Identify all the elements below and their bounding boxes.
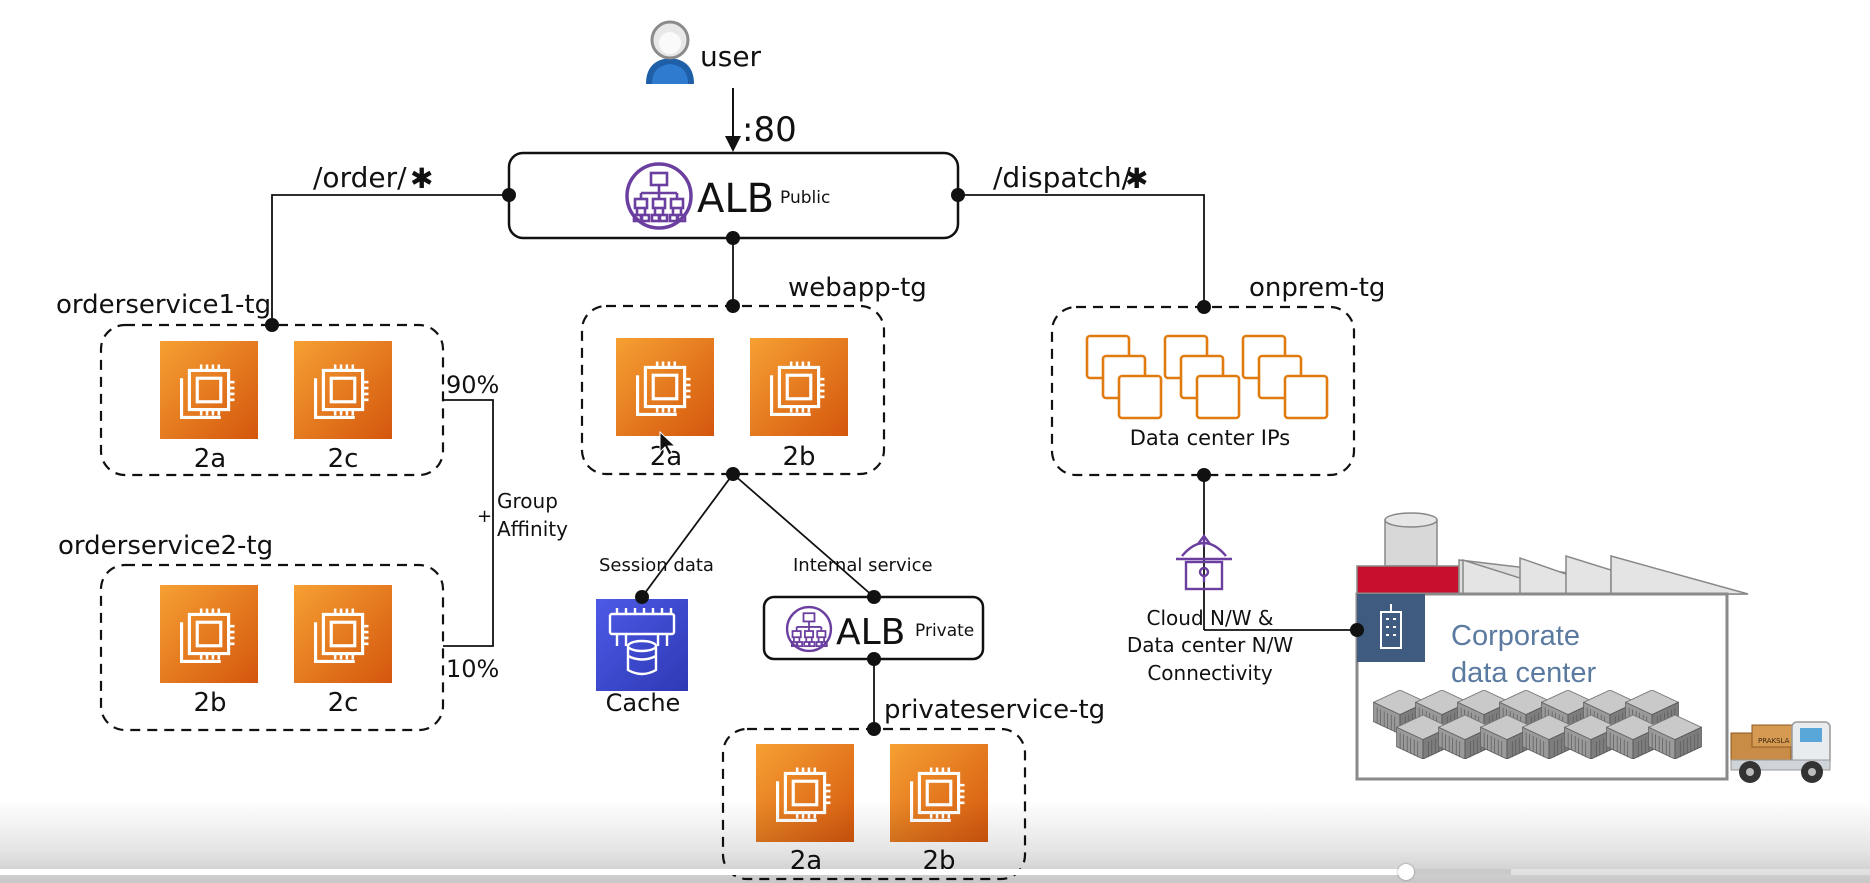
group-affinity-label-2: Affinity: [497, 517, 568, 541]
ec2-instance-icon: [616, 337, 714, 437]
az-label: 2b: [193, 688, 226, 718]
ec2-instance-icon: [160, 584, 258, 684]
orderservice2-tg-box[interactable]: [99, 563, 445, 732]
delivery-truck-icon: PRAKSLA: [1730, 721, 1831, 783]
ec2-instance-icon: [294, 340, 392, 440]
webapp-tg-label: webapp-tg: [788, 273, 927, 303]
corporate-building-roof: [1356, 512, 1749, 595]
group-affinity-bracket: [443, 399, 494, 647]
cache-label: Cache: [606, 689, 681, 717]
cache-icon: [596, 599, 688, 691]
weight-bottom-label: 10%: [446, 655, 499, 683]
orderservice2-tg-label: orderservice2-tg: [58, 531, 273, 561]
user-alb-arrowhead: [725, 136, 741, 152]
data-center-ips-icon: [1085, 334, 1329, 420]
webapp-tg-box[interactable]: [580, 304, 886, 476]
mouse-cursor-icon: [659, 430, 677, 456]
alb-private-tag: Private: [915, 621, 974, 641]
alb-bottom-port: [726, 231, 740, 245]
office-building-icon: [1357, 594, 1425, 662]
group-affinity-label-1: Group: [497, 489, 558, 513]
az-label: 2c: [328, 688, 359, 718]
ec2-instance-icon: [294, 584, 392, 684]
ec2-instance-icon: [160, 340, 258, 440]
az-label: 2a: [194, 444, 226, 474]
session-data-label: Session data: [599, 555, 714, 576]
connectivity-label-2: Data center N/W: [1127, 633, 1294, 657]
cache-port: [635, 590, 649, 604]
svg-text:✱: ✱: [410, 162, 433, 195]
connectivity-label-3: Connectivity: [1147, 661, 1272, 685]
az-label: 2c: [328, 444, 359, 474]
alb-left-port: [502, 188, 516, 202]
data-center-ips-caption: Data center IPs: [1130, 426, 1290, 450]
alb-public-name: ALB: [697, 176, 774, 222]
alb-public-icon: [625, 162, 693, 230]
corporate-label-2: data center: [1451, 657, 1596, 689]
orderservice1-port: [265, 318, 279, 332]
corporate-port: [1350, 623, 1364, 637]
internal-service-label: Internal service: [793, 555, 933, 576]
session-connector: [641, 473, 734, 598]
privateservice-tg-label: privateservice-tg: [884, 695, 1105, 725]
truck-text: PRAKSLA: [1758, 737, 1790, 745]
corporate-label-1: Corporate: [1451, 620, 1580, 652]
internal-connector: [732, 473, 875, 598]
connectivity-label-1: Cloud N/W &: [1147, 606, 1274, 630]
alb-private-icon: [785, 605, 833, 653]
alb-right-port: [951, 188, 965, 202]
video-scrubber-handle[interactable]: [1398, 864, 1415, 880]
ec2-instance-icon: [750, 337, 848, 437]
port-label: :80: [742, 110, 797, 150]
weight-top-label: 90%: [446, 371, 499, 399]
svg-text:✱: ✱: [1125, 162, 1148, 195]
private-alb-top-port: [867, 590, 881, 604]
orderservice1-tg-label: orderservice1-tg: [56, 290, 271, 320]
alb-public-tag: Public: [780, 188, 830, 208]
onprem-tg-label: onprem-tg: [1249, 273, 1385, 303]
dispatch-route-label: /dispatch/ ✱: [993, 161, 1148, 195]
video-progress-bar[interactable]: [0, 864, 1870, 880]
svg-text:/dispatch/: /dispatch/: [993, 161, 1132, 194]
user-label: user: [700, 40, 762, 73]
vpn-gateway-icon: [1176, 534, 1232, 591]
alb-left-connector: [271, 194, 509, 325]
order-route-label: /order/ ✱: [313, 161, 433, 195]
server-racks-icon: [1373, 690, 1702, 759]
alb-private-name: ALB: [836, 612, 905, 653]
az-label: 2b: [782, 442, 815, 472]
alb-right-connector: [958, 194, 1205, 307]
video-played-bar: [0, 869, 1407, 875]
privateservice-tg-box[interactable]: [721, 727, 1027, 881]
onprem-tg-box[interactable]: [1050, 305, 1356, 477]
plus-sign: +: [477, 506, 492, 527]
svg-text:/order/: /order/: [313, 161, 407, 194]
user-icon: [646, 20, 694, 84]
